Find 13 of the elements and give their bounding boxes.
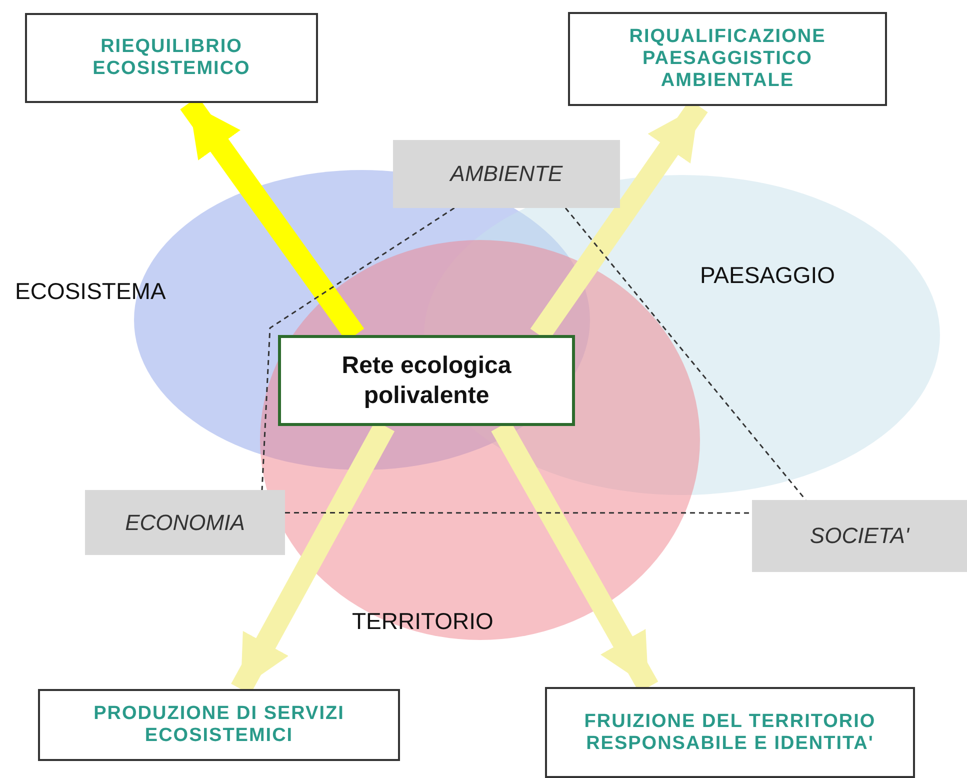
circle-label: PAESAGGIO — [700, 262, 836, 289]
dashed-line — [285, 512, 752, 514]
text-box: RIEQUILIBRIO ECOSISTEMICO — [25, 13, 318, 103]
label-band: ECONOMIA — [85, 490, 285, 555]
text-box: RIQUALIFICAZIONE PAESAGGISTICO AMBIENTALE — [568, 12, 887, 106]
circle-label: TERRITORIO — [352, 608, 494, 635]
dashed-line — [261, 207, 455, 490]
circle-label: ECOSISTEMA — [15, 278, 166, 305]
central-box: Rete ecologica polivalente — [278, 335, 575, 426]
text-box: FRUIZIONE DEL TERRITORIO RESPONSABILE E IDENTITA' — [545, 687, 915, 778]
text-box: PRODUZIONE DI SERVIZI ECOSISTEMICI — [38, 689, 400, 761]
label-band: SOCIETA' — [752, 500, 967, 572]
label-band: AMBIENTE — [393, 140, 620, 208]
